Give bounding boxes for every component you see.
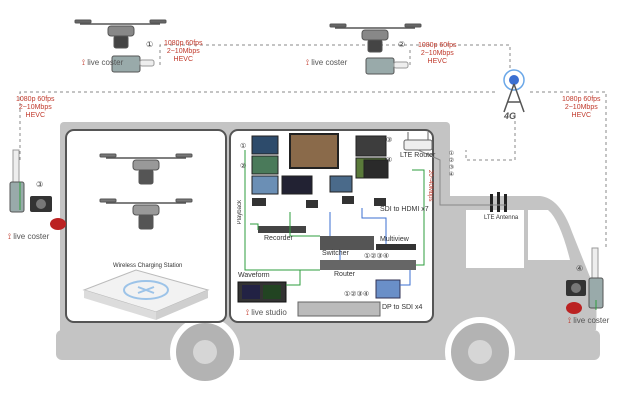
server-rack-icon	[297, 301, 381, 317]
link-drone1-tower	[159, 44, 511, 70]
spec-bitrate: 2~10Mbps	[420, 50, 454, 57]
link-right-cam-tower	[530, 91, 607, 250]
brand-right-camera: ⟟ live coster	[568, 316, 609, 326]
spec-bitrate: 2~10Mbps	[166, 48, 200, 55]
link-tower-lte-router	[465, 115, 516, 161]
brand-text: live coster	[311, 58, 348, 67]
brand-drone-1: ⟟ live coster	[82, 58, 123, 68]
spec-codec: HEVC	[25, 112, 45, 119]
brand-logo-icon: ⟟	[82, 58, 85, 67]
stream-spec-drone-1: 1080p 60fps 2~10Mbps HEVC	[164, 40, 203, 64]
marker-2: ②	[398, 40, 406, 49]
playback-label: Playback	[237, 200, 243, 225]
marker-dp-inputs: ①②③④	[344, 291, 370, 298]
marker-1: ①	[146, 40, 154, 49]
bay-drone-2-icon	[99, 198, 193, 230]
brand-text: live coster	[573, 316, 610, 325]
marker-monitor-4: ④	[386, 157, 393, 164]
charging-station-icon	[82, 269, 210, 320]
wireless-links	[19, 44, 607, 250]
lte-router-icon	[403, 139, 433, 151]
router-label: Router	[334, 271, 356, 278]
drone-1-antenna-icon	[139, 59, 155, 67]
spec-codec: HEVC	[173, 56, 193, 63]
lte-router-label: LTE Router	[400, 152, 436, 159]
converter-boxes	[252, 196, 386, 208]
bay-drone-1-icon	[99, 153, 193, 185]
router-device-icon	[320, 260, 416, 270]
brand-studio-text: live studio	[251, 308, 287, 317]
spec-codec: HEVC	[571, 112, 591, 119]
cell-tower-icon	[503, 69, 525, 113]
brand-logo-icon: ⟟	[246, 308, 249, 317]
truck-windshield	[528, 210, 570, 260]
recorder-device-icon	[258, 226, 306, 233]
marker-lte-inputs: ①②③④	[448, 150, 454, 178]
marker-3: ③	[36, 180, 44, 189]
stream-spec-drone-2: 1080p 60fps 2~10Mbps HEVC	[418, 42, 457, 66]
marker-router-inputs: ①②③④	[364, 253, 390, 260]
brand-drone-2: ⟟ live coster	[306, 58, 347, 68]
marker-monitor-1: ①	[240, 143, 247, 150]
stream-spec-left-camera: 1080p 60fps 2~10Mbps HEVC	[16, 96, 55, 120]
spec-resolution: 1080p 60fps	[418, 42, 457, 49]
drone-1-icon	[74, 19, 167, 49]
brand-text: live coster	[13, 232, 50, 241]
marker-monitor-3: ③	[386, 137, 393, 144]
brand-live-studio: ⟟ live studio	[246, 308, 287, 318]
spec-resolution: 1080p 60fps	[164, 40, 203, 47]
truck-chassis	[56, 330, 600, 360]
truck-window	[466, 210, 524, 268]
multiview-label: Multiview	[380, 236, 409, 243]
link-left-cam-tower	[19, 91, 495, 160]
marker-4: ④	[576, 264, 584, 273]
spec-bitrate: 2~10Mbps	[18, 104, 52, 111]
switcher-device-icon	[320, 236, 374, 250]
dp-to-sdi-label: DP to SDI x4	[382, 304, 423, 311]
truck-hub-rear	[193, 340, 217, 364]
sdi-to-hdmi-label: SDI to HDMI x7	[380, 206, 429, 213]
spec-resolution: 1080p 60fps	[16, 96, 55, 103]
brand-logo-icon: ⟟	[306, 58, 309, 67]
truck-hub-front	[468, 340, 492, 364]
brand-text: live coster	[87, 58, 124, 67]
brand-logo-icon: ⟟	[8, 232, 11, 241]
lte-antenna-label: LTE Antenna	[484, 215, 519, 221]
stream-spec-right-camera: 1080p 60fps 2~10Mbps HEVC	[562, 96, 601, 120]
signal-wiring	[19, 149, 597, 310]
drone-2-transmitter-icon	[365, 57, 395, 75]
drone-2-icon	[329, 23, 422, 53]
bandwidth-label: 20~40Mbps	[427, 170, 433, 202]
camera-rig-left-icon	[9, 149, 66, 230]
recorder-label: Recorder	[264, 235, 293, 242]
multiview-device-icon	[376, 244, 416, 250]
brand-left-camera: ⟟ live coster	[8, 232, 49, 242]
spec-resolution: 1080p 60fps	[562, 96, 601, 103]
brand-logo-icon: ⟟	[568, 316, 571, 325]
charging-station-label: Wireless Charging Station	[113, 263, 183, 269]
waveform-label: Waveform	[238, 272, 270, 279]
lte-antenna-icon	[490, 192, 507, 212]
network-4g-label: 4G	[504, 111, 517, 121]
drone-2-antenna-icon	[393, 61, 409, 69]
marker-monitor-2: ②	[240, 163, 247, 170]
camera-rig-right-icon	[566, 247, 604, 314]
spec-codec: HEVC	[427, 58, 447, 65]
switcher-label: Switcher	[322, 250, 349, 257]
monitor-wall	[251, 133, 389, 195]
spec-bitrate: 2~10Mbps	[564, 104, 598, 111]
dp-to-sdi-device-icon	[375, 279, 401, 299]
